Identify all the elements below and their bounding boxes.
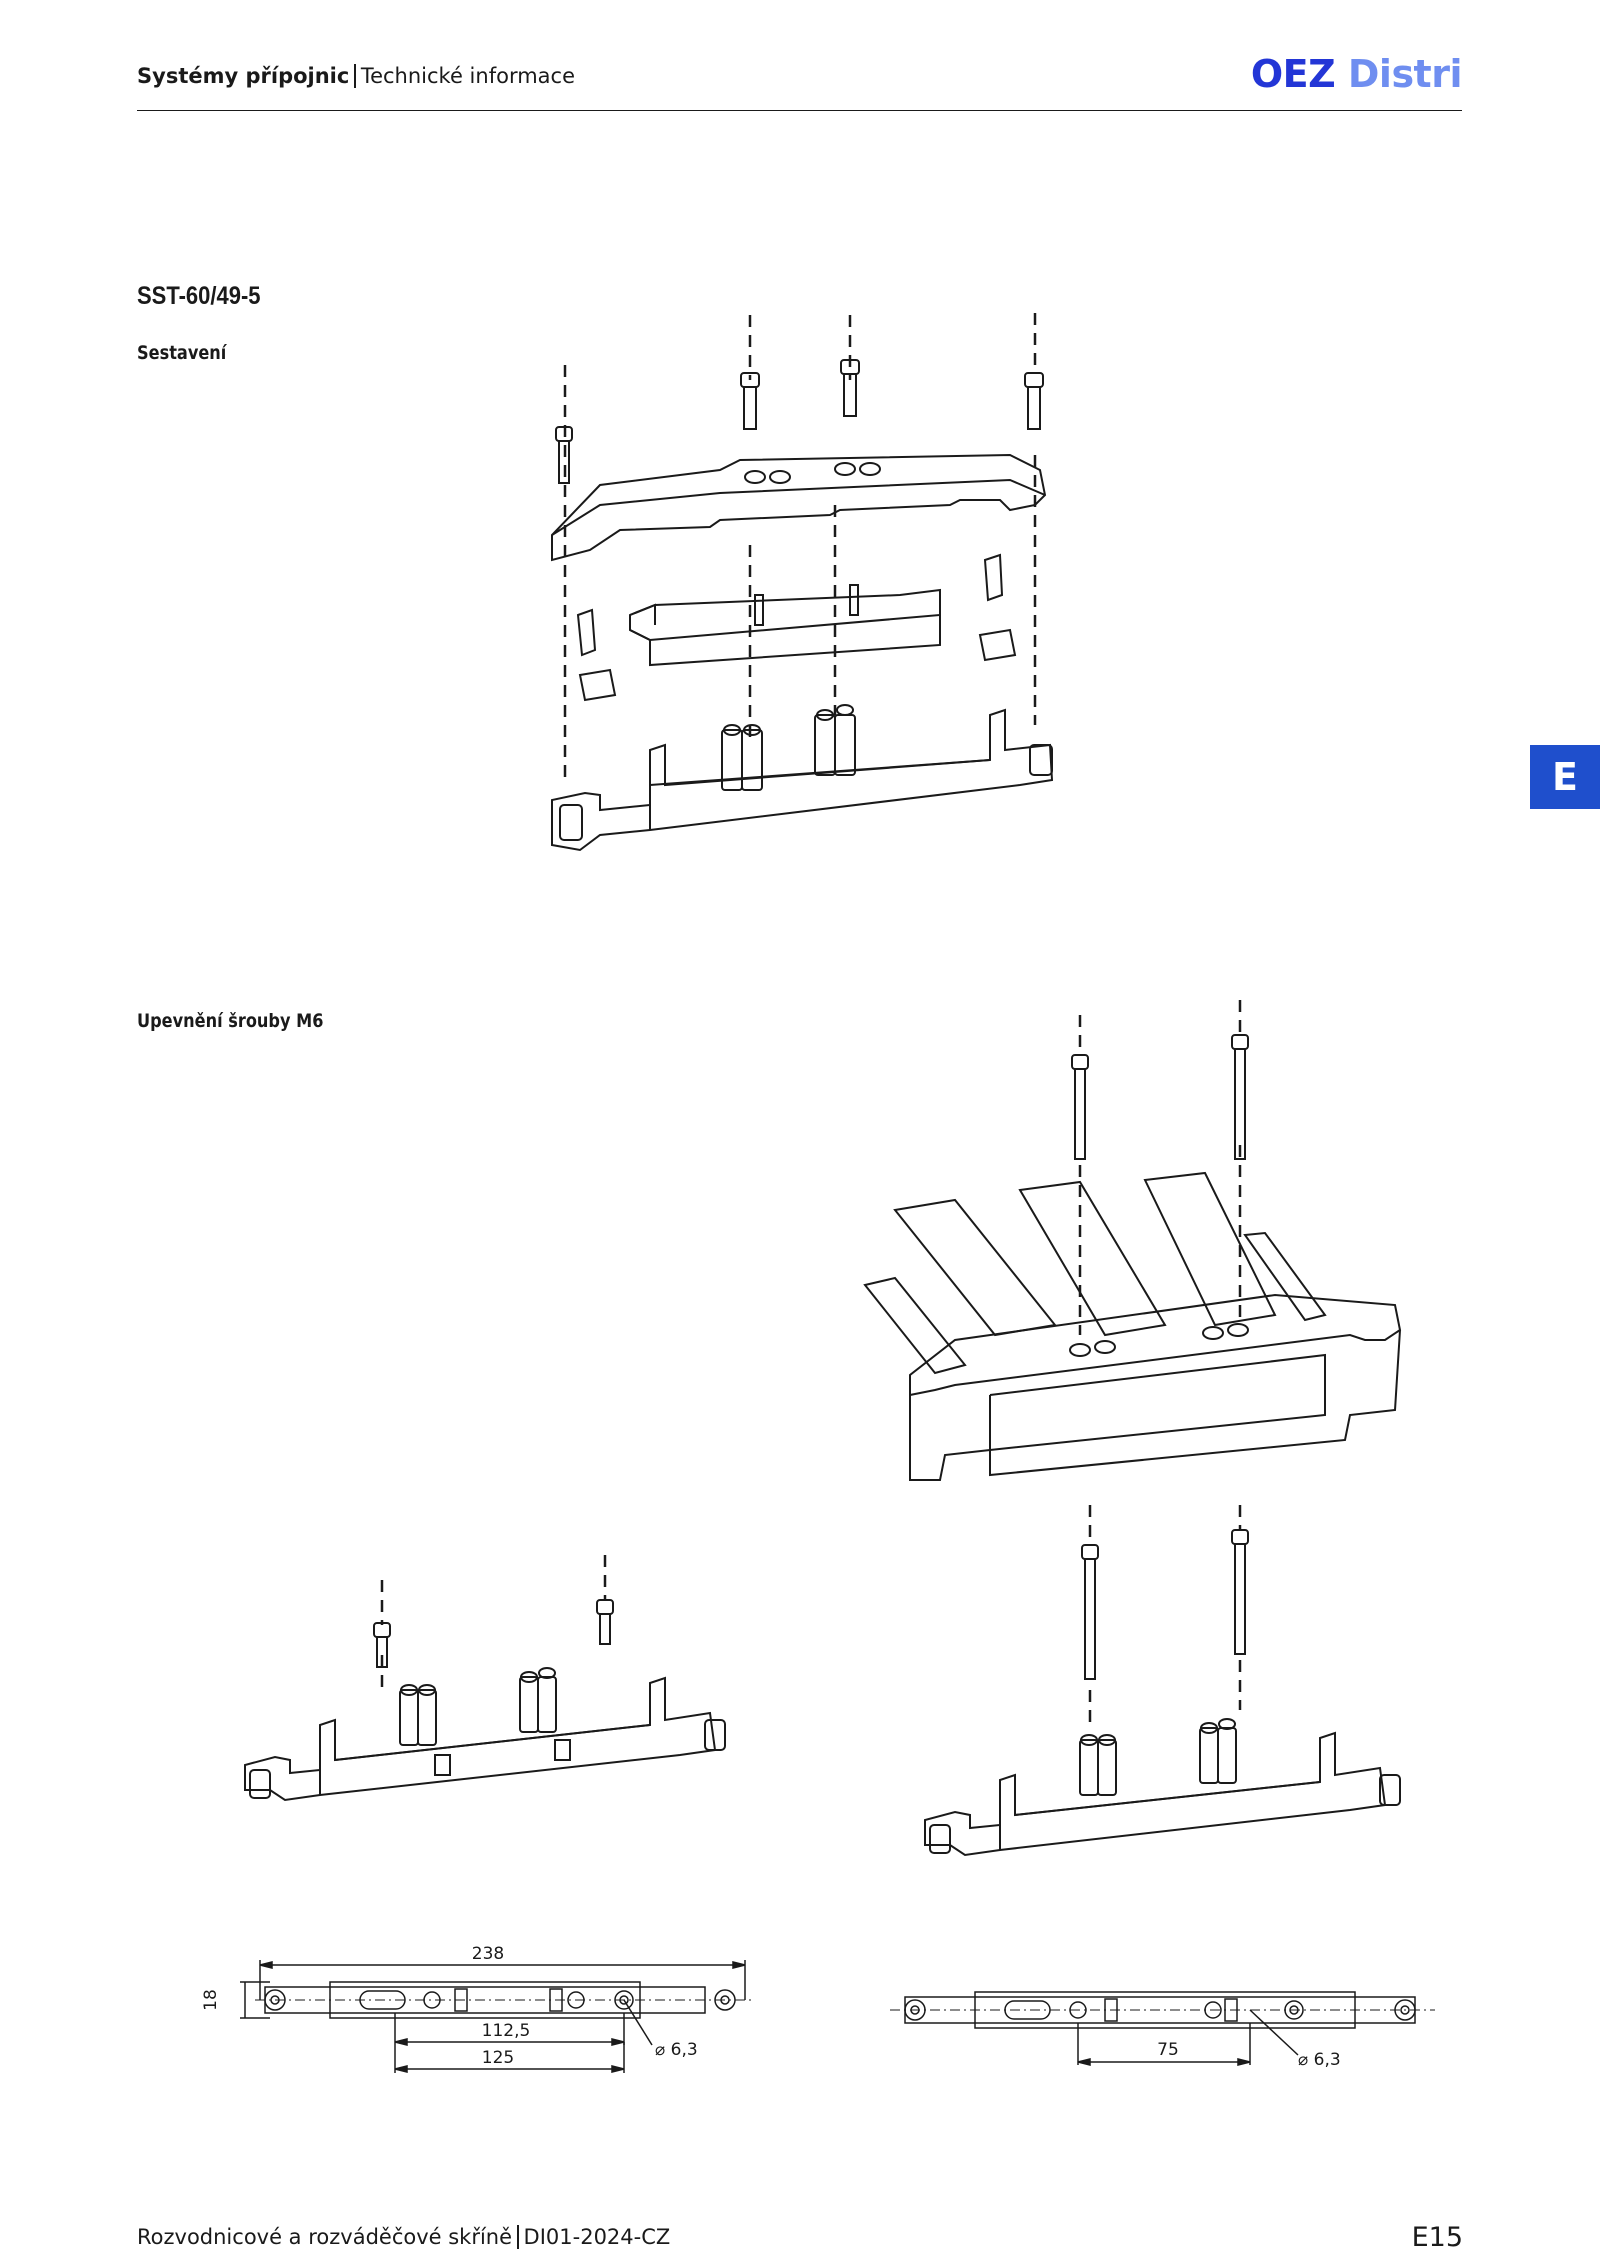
busbars — [863, 1171, 1327, 1375]
page-header: Systémy přípojnic Technické informace OEZ… — [137, 52, 1463, 111]
dimension-overall — [259, 1960, 746, 2000]
assembly-exploded-drawing — [551, 313, 1054, 852]
section-tab: E — [1530, 745, 1600, 809]
assembly-label: Sestavení — [137, 342, 227, 364]
mounting-label: Upevnění šrouby M6 — [137, 1010, 324, 1032]
dimension-drawing-right: 75 ⌀ 6,3 — [890, 1991, 1435, 2070]
dimension-spacing — [1077, 2023, 1251, 2066]
base-right — [924, 1718, 1401, 1857]
dim-spacing: 75 — [1157, 2040, 1179, 2060]
base-right-axes — [1088, 1505, 1242, 1730]
rail-top-view — [255, 1981, 755, 2019]
short-screw-icon — [373, 1599, 614, 1668]
product-title: SST-60/49-5 — [137, 282, 261, 310]
logo-distri: Distri — [1347, 52, 1463, 96]
base-part — [551, 704, 1054, 852]
dim-hole-diameter: ⌀ 6,3 — [655, 2040, 698, 2060]
assembly-axes — [563, 313, 1037, 785]
page-footer: Rozvodnicové a rozváděčové skříně DI01-20… — [137, 2225, 670, 2249]
rail-top-view — [890, 1991, 1435, 2029]
oez-distri-logo: OEZ Distri — [1250, 52, 1463, 96]
footer-code: DI01-2024-CZ — [523, 2225, 671, 2249]
mounted-cover — [909, 1293, 1402, 1481]
long-screw-icon — [1081, 1529, 1249, 1680]
dim-hole-diameter: ⌀ 6,3 — [1298, 2050, 1341, 2070]
hole-leader — [623, 1999, 653, 2046]
page-number: E15 — [1411, 2222, 1463, 2253]
base-long-screws-drawing — [924, 1505, 1401, 1857]
top-cover — [551, 453, 1047, 562]
logo-oez: OEZ — [1250, 52, 1336, 96]
dim-inner-spacing: 112,5 — [482, 2021, 531, 2041]
base-left-axes — [380, 1555, 607, 1695]
header-section: Systémy přípojnic — [137, 64, 350, 88]
dim-height: 18 — [201, 1989, 221, 2011]
screw-icon — [555, 359, 1044, 484]
dim-outer-spacing: 125 — [482, 2048, 514, 2068]
dimension-drawing-left: 238 18 112,5 125 ⌀ 6,3 — [201, 1945, 755, 2073]
long-screw-icon — [1071, 1034, 1249, 1160]
dimension-inner — [394, 2013, 625, 2073]
clip-parts — [576, 553, 1017, 702]
base-short-screws-drawing — [244, 1555, 726, 1802]
dimension-height — [240, 1981, 270, 2019]
footer-publication: Rozvodnicové a rozváděčové skříně — [137, 2225, 513, 2249]
footer-separator — [517, 2225, 519, 2249]
mounting-busbar-drawing — [863, 1000, 1402, 1481]
header-breadcrumb: Systémy přípojnic Technické informace — [137, 64, 575, 88]
dimension-outer — [394, 2042, 625, 2073]
base-left — [244, 1667, 726, 1802]
header-separator — [354, 64, 356, 88]
dim-overall-length: 238 — [472, 1945, 504, 1964]
hole-leader — [1249, 2009, 1299, 2056]
header-subsection: Technické informace — [360, 64, 576, 88]
busbar-holder — [629, 584, 941, 667]
mounting-axes — [1078, 1000, 1242, 1335]
